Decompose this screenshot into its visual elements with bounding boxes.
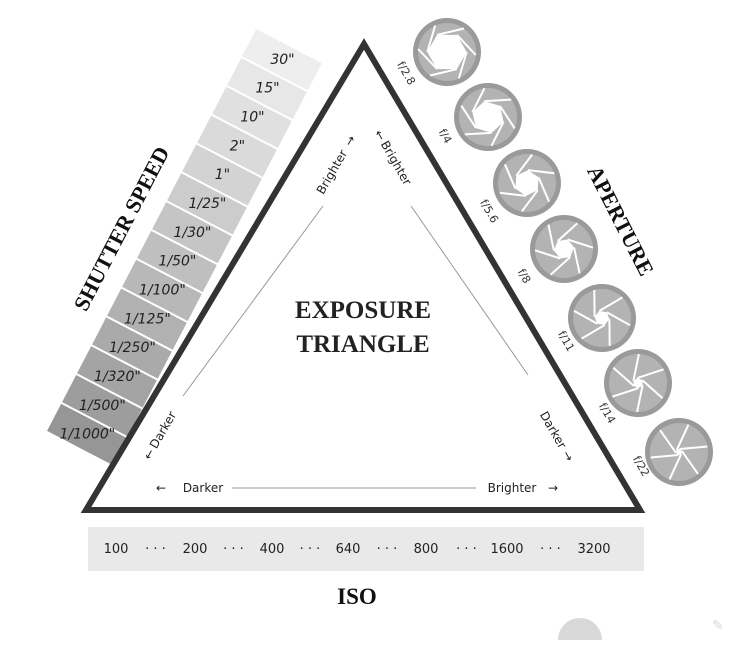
shutter-speed-value: 1/1000" <box>60 427 116 443</box>
iso-separator: · · · <box>145 542 166 557</box>
aperture-iris-icon <box>530 215 598 283</box>
aperture-f-number: f/5.6 <box>477 197 501 225</box>
title-line-2: TRIANGLE <box>296 331 429 358</box>
iso-value: 640 <box>336 542 361 557</box>
aperture-iris-icon <box>604 349 672 417</box>
iso-value: 100 <box>104 542 129 557</box>
shutter-speed-value: 1/250" <box>109 340 156 356</box>
aperture-f-number: f/4 <box>436 127 455 146</box>
aperture-f-number: f/8 <box>515 267 534 286</box>
title-line-1: EXPOSURE <box>295 297 431 324</box>
iso-value: 1600 <box>490 542 523 557</box>
bottom-brighter-arrow-icon: → <box>548 481 558 495</box>
shutter-speed-value: 1/25" <box>188 196 226 212</box>
iso-separator: · · · <box>300 542 321 557</box>
watermark-icon <box>558 618 602 640</box>
aperture-iris-icon <box>413 18 481 86</box>
shutter-speed-value: 15" <box>255 81 279 97</box>
shutter-speed-value: 1/125" <box>124 311 171 327</box>
watermark-mark-icon: ✎ <box>712 618 724 634</box>
shutter-speed-value: 30" <box>270 52 294 68</box>
shutter-speed-value: 1" <box>215 167 230 183</box>
aperture-iris-icon <box>454 83 522 151</box>
shutter-speed-value: 1/500" <box>79 398 126 414</box>
bottom-darker-label: Darker <box>183 481 223 495</box>
iso-value: 3200 <box>577 542 610 557</box>
bottom-brighter-label: Brighter <box>488 481 537 495</box>
iso-separator: · · · <box>223 542 244 557</box>
iso-separator: · · · <box>377 542 398 557</box>
shutter-speed-value: 2" <box>230 138 245 154</box>
shutter-speed-value: 1/320" <box>94 369 141 385</box>
aperture-iris-icon <box>568 284 636 352</box>
iso-heading: ISO <box>337 584 377 609</box>
iso-value: 400 <box>260 542 285 557</box>
shutter-speed-value: 1/100" <box>139 282 186 298</box>
iso-separator: · · · <box>456 542 477 557</box>
iso-value: 800 <box>414 542 439 557</box>
bottom-darker-arrow-icon: ← <box>156 481 166 495</box>
shutter-speed-value: 1/50" <box>158 254 196 270</box>
shutter-speed-value: 10" <box>240 110 264 126</box>
aperture-iris-icon <box>645 418 713 486</box>
iso-value: 200 <box>183 542 208 557</box>
iso-separator: · · · <box>540 542 561 557</box>
aperture-iris-icon <box>493 149 561 217</box>
shutter-speed-value: 1/30" <box>173 225 211 241</box>
aperture-f-number: f/2.8 <box>394 59 418 87</box>
